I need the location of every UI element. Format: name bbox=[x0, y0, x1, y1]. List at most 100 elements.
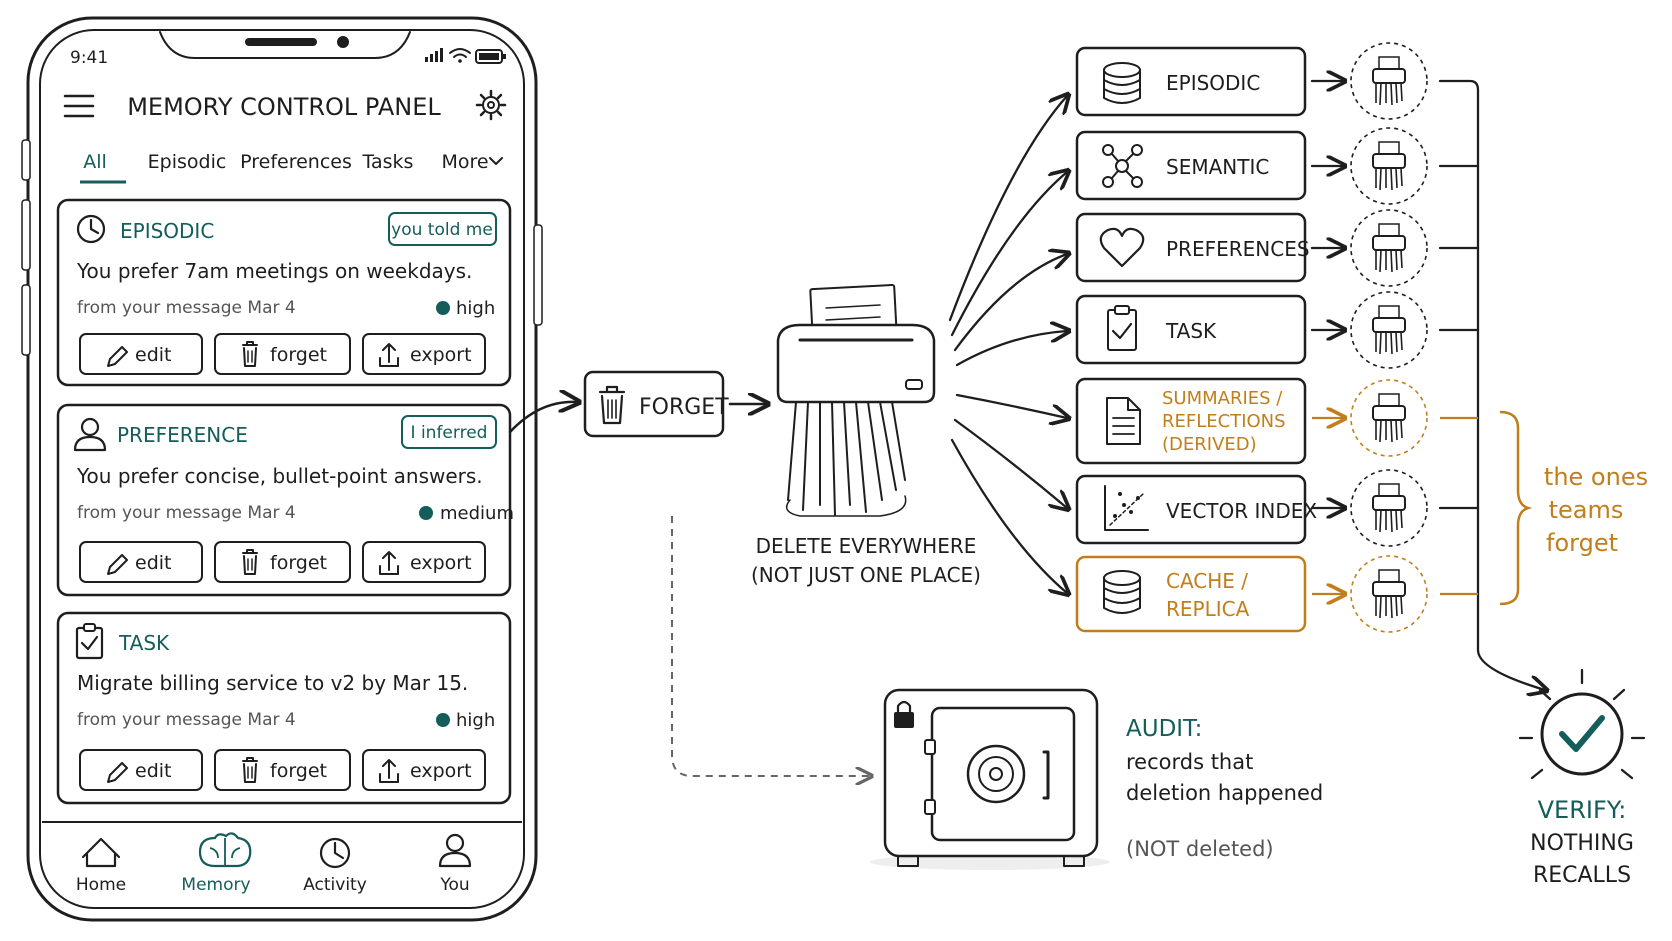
edit-button-label: edit bbox=[135, 344, 171, 366]
tab-preferences[interactable]: Preferences bbox=[240, 151, 352, 173]
store-label: CACHE / bbox=[1166, 569, 1248, 593]
brain-icon bbox=[198, 832, 252, 868]
nav-item-memory[interactable]: Memory bbox=[181, 832, 252, 895]
export-button-label: export bbox=[410, 552, 472, 574]
forget-action-label: FORGET bbox=[639, 395, 729, 420]
signal-icon bbox=[425, 48, 443, 62]
confidence-label: high bbox=[456, 298, 495, 319]
audit-note: (NOT deleted) bbox=[1126, 837, 1274, 861]
forget-button-label: forget bbox=[270, 760, 327, 782]
store-vector-index: VECTOR INDEX bbox=[1075, 474, 1317, 545]
card-type: TASK bbox=[118, 631, 170, 655]
card-type: PREFERENCE bbox=[117, 423, 248, 447]
fan-out-arrows bbox=[948, 96, 1067, 593]
shredder-illustration bbox=[776, 283, 936, 517]
memory-card: TASK Migrate billing service to v2 by Ma… bbox=[56, 611, 512, 805]
store-task: TASK bbox=[1075, 294, 1307, 365]
card-source: from your message Mar 4 bbox=[77, 298, 296, 318]
tab-episodic[interactable]: Episodic bbox=[148, 151, 227, 173]
store-label: PREFERENCES bbox=[1166, 237, 1310, 261]
verify-line: NOTHING bbox=[1530, 831, 1634, 856]
nav-label: Activity bbox=[303, 875, 367, 895]
source-badge-label: you told me bbox=[391, 220, 493, 240]
store-label: SUMMARIES / bbox=[1162, 388, 1283, 409]
nav-item-activity[interactable]: Activity bbox=[303, 837, 367, 895]
store-episodic: EPISODIC bbox=[1075, 46, 1307, 117]
clock-icon bbox=[76, 214, 106, 244]
clipboard-check-icon bbox=[75, 623, 104, 660]
edit-button[interactable]: edit bbox=[79, 541, 203, 583]
audit-arrow bbox=[671, 516, 870, 776]
trash-icon bbox=[598, 385, 626, 425]
forget-button[interactable]: forget bbox=[214, 333, 351, 375]
edit-button-label: edit bbox=[135, 760, 171, 782]
nav-label: You bbox=[439, 875, 469, 895]
tab-all[interactable]: All bbox=[83, 151, 107, 173]
battery-icon bbox=[475, 49, 506, 64]
mini-shredder-icon bbox=[1350, 555, 1428, 633]
mini-shredder-icon bbox=[1350, 209, 1428, 287]
database-icon bbox=[1103, 62, 1141, 104]
source-badge-label: I inferred bbox=[411, 423, 488, 443]
store-label: (DERIVED) bbox=[1162, 434, 1257, 455]
forgotten-note-line: teams bbox=[1549, 496, 1624, 524]
camera bbox=[337, 36, 349, 48]
forget-action-box[interactable]: FORGET bbox=[583, 370, 729, 438]
forget-button[interactable]: forget bbox=[214, 749, 351, 791]
orange-brace bbox=[1499, 410, 1533, 606]
mini-shredder-icon bbox=[1350, 469, 1428, 547]
trash-icon bbox=[242, 549, 258, 575]
confidence-label: medium bbox=[440, 503, 514, 524]
edit-button[interactable]: edit bbox=[79, 333, 203, 375]
status-time: 9:41 bbox=[70, 48, 108, 68]
pencil-icon bbox=[107, 762, 128, 783]
confidence-dot bbox=[436, 301, 450, 315]
store-label: REFLECTIONS bbox=[1162, 411, 1286, 432]
edit-button[interactable]: edit bbox=[79, 749, 203, 791]
tab-more[interactable]: More bbox=[441, 151, 488, 173]
card-source: from your message Mar 4 bbox=[77, 710, 296, 730]
audit-line: records that bbox=[1126, 750, 1253, 774]
mini-shredder-icon bbox=[1350, 379, 1428, 457]
card-text: You prefer 7am meetings on weekdays. bbox=[76, 259, 472, 283]
verify-line: RECALLS bbox=[1533, 863, 1631, 888]
collector-lines bbox=[1438, 79, 1545, 690]
store-label: REPLICA bbox=[1166, 597, 1250, 621]
store-semantic: SEMANTIC bbox=[1075, 130, 1307, 201]
pencil-icon bbox=[107, 346, 128, 367]
card-text: You prefer concise, bullet-point answers… bbox=[76, 464, 483, 488]
export-button[interactable]: export bbox=[362, 749, 486, 791]
store-label: SEMANTIC bbox=[1166, 155, 1269, 179]
nav-item-you[interactable]: You bbox=[438, 833, 472, 895]
pencil-icon bbox=[107, 554, 128, 575]
card-source: from your message Mar 4 bbox=[77, 503, 296, 523]
upload-icon bbox=[379, 343, 399, 367]
forget-button-label: forget bbox=[270, 552, 327, 574]
clipboard-check-icon bbox=[1107, 305, 1137, 351]
document-icon bbox=[1106, 397, 1141, 445]
chevron-down-icon bbox=[489, 157, 503, 165]
tab-tasks[interactable]: Tasks bbox=[362, 151, 414, 173]
store-preferences: PREFERENCES bbox=[1075, 212, 1310, 283]
export-button-label: export bbox=[410, 344, 472, 366]
store-to-shred-arrows bbox=[1310, 81, 1343, 594]
nav-label: Home bbox=[76, 875, 126, 895]
memory-card: EPISODIC you told me You prefer 7am meet… bbox=[56, 198, 512, 387]
shredder-caption: (NOT JUST ONE PLACE) bbox=[751, 563, 981, 587]
memory-card: PREFERENCE I inferred You prefer concise… bbox=[56, 403, 514, 597]
nav-item-home[interactable]: Home bbox=[76, 837, 126, 895]
export-button[interactable]: export bbox=[362, 541, 486, 583]
scatter-plot-icon bbox=[1104, 485, 1149, 531]
upload-icon bbox=[379, 551, 399, 575]
hamburger-menu-icon[interactable] bbox=[63, 94, 95, 118]
export-button[interactable]: export bbox=[362, 333, 486, 375]
home-icon bbox=[81, 837, 121, 868]
confidence-label: high bbox=[456, 710, 495, 731]
store-summaries-reflections: SUMMARIES / REFLECTIONS (DERIVED) bbox=[1075, 377, 1307, 465]
forget-button[interactable]: forget bbox=[214, 541, 351, 583]
heart-icon bbox=[1099, 227, 1145, 268]
person-icon bbox=[73, 417, 107, 452]
mini-shredder-icon bbox=[1350, 42, 1428, 120]
gear-icon[interactable] bbox=[475, 89, 507, 121]
flow-arrow bbox=[508, 402, 577, 434]
